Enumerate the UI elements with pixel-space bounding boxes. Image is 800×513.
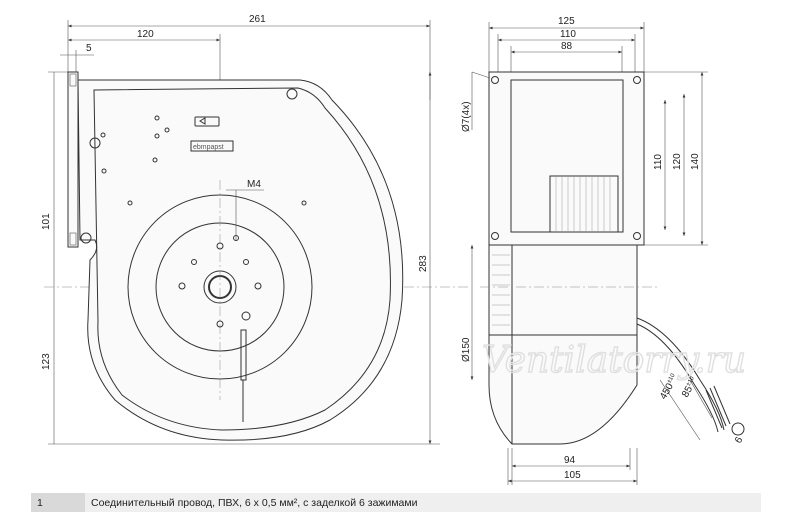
- side-mount-plate: [488, 71, 645, 246]
- side-motor-fins: [492, 254, 510, 326]
- side-impeller-blades: [549, 175, 619, 233]
- legend-number: 1: [31, 493, 85, 512]
- front-view: 261 120 5 101 123 283: [41, 14, 470, 445]
- dim-105: 105: [564, 470, 581, 481]
- watermark: Ventilatorry.ru: [482, 340, 746, 381]
- dim-88: 88: [561, 41, 573, 52]
- dim-125: 125: [558, 16, 575, 27]
- direction-arrow-icon: [199, 117, 206, 125]
- legend-text: Соединительный провод, ПВХ, 6 x 0,5 мм²,…: [85, 493, 761, 512]
- side-lower-housing: [488, 334, 638, 445]
- dim-hole: Ø7(4x): [461, 101, 472, 132]
- dim-94: 94: [564, 455, 576, 466]
- dim-110: 110: [560, 29, 576, 40]
- volute-inner: [93, 87, 391, 431]
- callout-circle: [731, 422, 745, 436]
- dim-cable-85: 85±10: [680, 375, 700, 399]
- side-cable: [636, 317, 725, 431]
- dim-m4: M4: [247, 179, 261, 190]
- dim-h140: 140: [690, 153, 701, 170]
- dim-123: 123: [41, 353, 52, 370]
- dim-h120: 120: [672, 153, 683, 170]
- dim-150: Ø150: [461, 337, 472, 362]
- dim-283: 283: [418, 255, 429, 272]
- dim-101: 101: [41, 213, 52, 230]
- direction-arrow-plate: [194, 116, 220, 127]
- cable-wire-ends: [705, 385, 731, 429]
- dim-5: 5: [86, 43, 92, 54]
- dim-120: 120: [137, 29, 154, 40]
- dim-h110: 110: [653, 154, 664, 170]
- brand-plate: [190, 140, 234, 152]
- legend-row: 1 Соединительный провод, ПВХ, 6 x 0,5 мм…: [31, 493, 761, 512]
- dim-cable-6: 6: [733, 435, 746, 446]
- dim-261: 261: [249, 14, 266, 25]
- front-flange: [67, 71, 79, 248]
- volute-housing: [77, 79, 404, 441]
- side-motor-body: [488, 244, 638, 336]
- brand-plate-text: ebmpapst: [193, 144, 224, 151]
- side-view: 125 110 88 Ø7(4x): [461, 16, 746, 485]
